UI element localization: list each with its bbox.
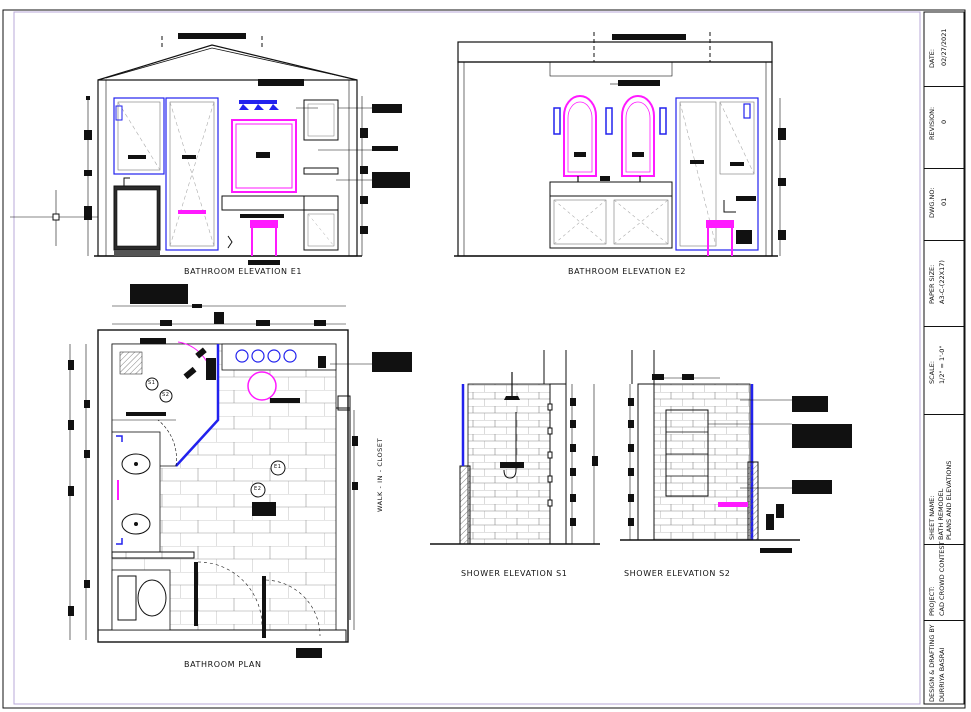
tb-cell-sheet (924, 414, 964, 545)
tb-date-value: 02/27/2021 (940, 28, 948, 66)
tb-dwg-label: DWG.NO: (928, 187, 936, 218)
tag-s2: S2 (162, 392, 170, 398)
closet-label: WALK - IN - CLOSET (376, 437, 384, 512)
tb-project-label: PROJECT: (928, 586, 936, 616)
tb-dwg-value: 01 (940, 197, 948, 206)
tb-revision-label: REVISION: (928, 106, 936, 140)
shower-elevation-s2 (620, 350, 852, 553)
shower-s2-title: SHOWER ELEVATION S2 (624, 569, 731, 578)
sheet-border (2, 9, 966, 709)
elevation-e2-title: BATHROOM ELEVATION E2 (568, 267, 687, 276)
elevation-e1-title: BATHROOM ELEVATION E1 (184, 267, 303, 276)
shower-elevation-s1 (430, 350, 600, 545)
tb-design-label: DESIGN & DRAFTING BY (928, 624, 936, 702)
tb-paper-label: PAPER SIZE: (928, 264, 936, 304)
tb-date-label: DATE: (928, 48, 936, 68)
tb-design-value: DURRIYA BASRAI (938, 647, 946, 702)
tb-revision-value: 0 (940, 119, 948, 124)
bathroom-plan (68, 284, 412, 658)
elevation-e1 (10, 33, 410, 265)
title-block-frame (923, 11, 965, 705)
shower-s1-title: SHOWER ELEVATION S1 (461, 569, 568, 578)
tag-e1: E1 (274, 464, 282, 470)
tb-project-value: CAD CROWD CONTEST (938, 541, 946, 616)
bathroom-plan-title: BATHROOM PLAN (184, 660, 262, 669)
tb-sheet-label: SHEET NAME: (928, 495, 936, 540)
tb-cell-dwg (924, 168, 964, 241)
tb-paper-value: A3-C-(22X17) (938, 260, 946, 304)
shower-drain-tiles (119, 351, 143, 375)
tb-sheet-value-1: BATH REMODEL (937, 488, 945, 540)
tb-cell-revision (924, 86, 964, 169)
tb-scale-value: 1/2" = 1'-0" (938, 345, 946, 384)
drawing-area-border (13, 11, 921, 705)
tb-cell-scale (924, 326, 964, 415)
tb-sheet-value-2: PLANS AND ELEVATIONS (945, 460, 953, 540)
tb-cell-project (924, 544, 964, 621)
tb-scale-label: SCALE: (928, 360, 936, 384)
tb-cell-paper (924, 240, 964, 327)
tb-cell-design (924, 620, 964, 705)
tag-s1: S1 (148, 380, 156, 386)
elevation-e2 (454, 32, 786, 257)
tag-e2: E2 (254, 486, 262, 492)
redacted-dimension (178, 33, 246, 39)
